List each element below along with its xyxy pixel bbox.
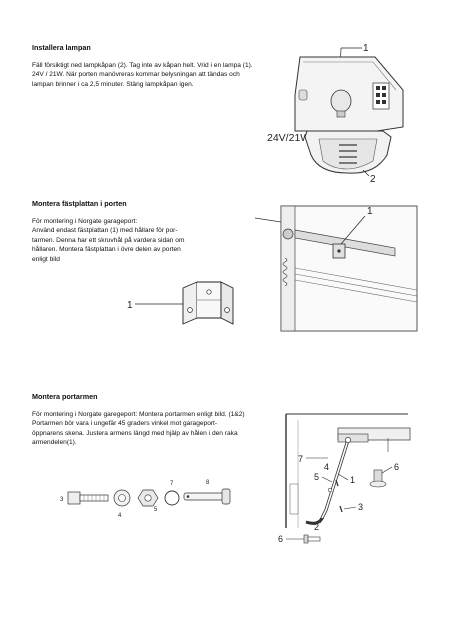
arm-label-2: 2: [314, 522, 319, 532]
arm-label-7: 7: [298, 454, 303, 464]
door-arm-figure: 7 4 5 1 6 3 2 6: [278, 410, 413, 550]
arm-label-6b: 6: [278, 534, 283, 544]
mounting-plate-figure: 1: [125, 278, 240, 338]
part-label-4: 4: [118, 513, 122, 519]
part-label-7: 7: [170, 481, 174, 487]
part-label-3: 3: [60, 497, 64, 503]
section-body-lamp: Fäll försiktigt ned lampkåpan (2). Tag i…: [32, 62, 253, 88]
lamp-housing-figure: 1 24V/21W Max 2: [255, 35, 415, 185]
section-body-bracket: För montering i Norgate garageport: Anvä…: [32, 218, 185, 263]
part-label-5: 5: [154, 507, 158, 513]
section-body-arm: För montering i Norgate garegeport: Mont…: [32, 411, 245, 447]
section-title-arm: Montera portarmen: [32, 392, 98, 401]
figure-label-1: 1: [127, 300, 133, 311]
figure-label-1: 1: [367, 206, 373, 217]
arm-label-5: 5: [314, 472, 319, 482]
arm-label-1: 1: [350, 475, 355, 485]
figure-label-2: 2: [370, 174, 376, 185]
arm-label-3: 3: [358, 502, 363, 512]
part-label-8: 8: [206, 480, 210, 486]
door-bracket-figure: 1: [254, 198, 420, 333]
arm-label-4: 4: [324, 462, 329, 472]
section-title-bracket: Montera fästplattan i porten: [32, 199, 127, 208]
section-title-lamp: Installera lampan: [32, 43, 91, 52]
figure-label-1: 1: [363, 43, 369, 54]
hardware-parts-figure: 3 4 5 7 8: [60, 476, 240, 536]
arm-label-6: 6: [394, 462, 399, 472]
